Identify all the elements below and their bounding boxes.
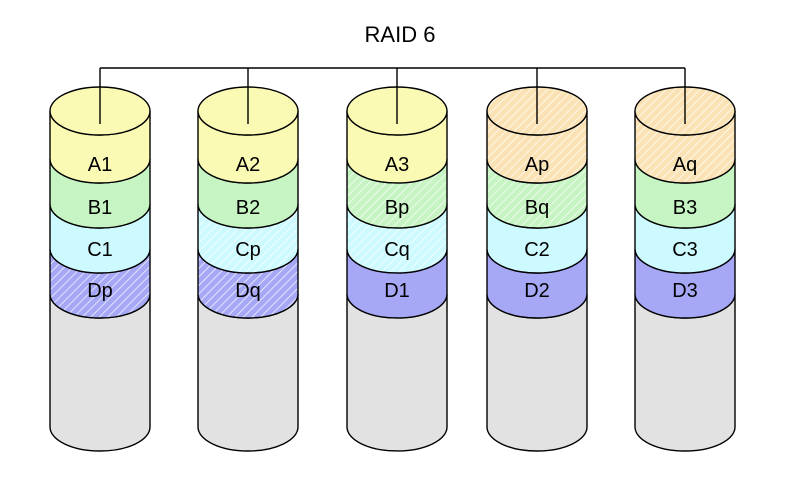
block-label: Cp (235, 239, 261, 261)
diagram-title: RAID 6 (364, 22, 436, 47)
block-label: D3 (672, 280, 698, 302)
block-label: B2 (236, 197, 260, 219)
block-label: C2 (524, 239, 550, 261)
block-label: A3 (385, 154, 409, 176)
block-label: Bp (385, 197, 409, 219)
block-label: Bq (525, 197, 549, 219)
block-label: Ap (525, 154, 549, 176)
block-label: C3 (672, 239, 698, 261)
block-label: A2 (236, 154, 260, 176)
block-label: C1 (87, 239, 113, 261)
block-label: Dq (235, 280, 261, 302)
block-label: D1 (384, 280, 410, 302)
block-label: Dp (87, 280, 113, 302)
block-label: B3 (673, 197, 697, 219)
block-label: A1 (88, 154, 112, 176)
block-label: D2 (524, 280, 550, 302)
block-label: B1 (88, 197, 112, 219)
block-label: Aq (673, 154, 697, 176)
block-label: Cq (384, 239, 410, 261)
